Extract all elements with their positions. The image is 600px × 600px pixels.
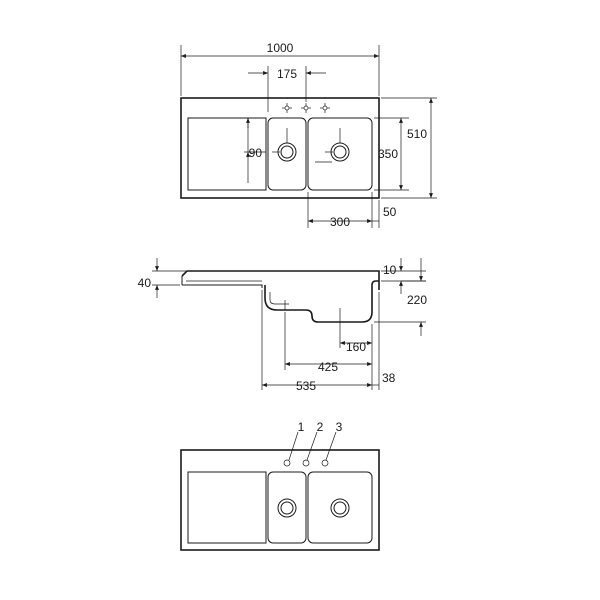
dim-label-535: 535 <box>296 379 316 393</box>
tap-label-1: 1 <box>298 420 305 434</box>
dim-label-90: 90 <box>249 146 263 160</box>
tap-position-leaders <box>288 431 337 461</box>
dim-label-300: 300 <box>330 215 350 229</box>
dim-tap-spacing: 175 <box>248 66 326 112</box>
dim-label-38: 38 <box>382 371 396 385</box>
dim-lip-height: 10 <box>381 258 426 294</box>
tap-hole-circles <box>283 459 329 467</box>
tap-label-2: 2 <box>317 420 324 434</box>
drain-centerlines <box>272 128 341 163</box>
large-bowl-drain-icon <box>330 142 350 162</box>
dim-width-overall: 1000 <box>180 41 380 96</box>
small-bowl-drain-bottom-icon <box>277 498 297 518</box>
tap-hole-markers <box>282 103 330 113</box>
dim-rim-offset: 50 <box>372 200 397 228</box>
dim-drain-offset-section: 160 <box>339 308 373 354</box>
top-view: 1000 175 510 350 <box>180 41 437 229</box>
dim-label-175: 175 <box>277 67 297 81</box>
dim-large-bowl-span: 535 <box>261 290 373 393</box>
section-profile <box>181 270 380 290</box>
sink-outline <box>180 97 380 199</box>
small-bowl-bottom <box>267 471 307 544</box>
dim-drain-offset: 90 <box>244 117 266 183</box>
large-bowl-bottom <box>307 471 373 544</box>
dim-label-425: 425 <box>318 360 338 374</box>
dim-label-10: 10 <box>383 263 397 277</box>
dim-label-510: 510 <box>407 127 427 141</box>
small-bowl <box>267 117 307 191</box>
dim-small-bowl-span: 425 <box>284 312 372 374</box>
tap-label-3: 3 <box>336 420 343 434</box>
drainer-board <box>187 117 267 191</box>
sink-outline-bottom <box>180 449 380 551</box>
drainer-board-bottom <box>187 471 267 544</box>
dim-label-50: 50 <box>383 205 397 219</box>
large-bowl <box>307 117 373 191</box>
dim-bowl-depth: 350 <box>374 117 409 191</box>
large-bowl-drain-bottom-icon <box>330 498 350 518</box>
section-view: 40 10 220 160 425 <box>138 258 427 393</box>
tap-position-view: 1 2 3 <box>180 420 380 551</box>
small-bowl-drain-icon <box>277 142 297 162</box>
dim-bowl-width: 300 <box>307 192 373 229</box>
dim-rim-thickness: 40 <box>138 258 186 298</box>
dim-label-220: 220 <box>407 293 427 307</box>
dim-label-350: 350 <box>378 147 398 161</box>
dim-depth-overall: 510 <box>381 97 437 199</box>
dim-label-160: 160 <box>346 340 366 354</box>
dim-label-40: 40 <box>138 276 152 290</box>
dim-label-1000: 1000 <box>267 41 294 55</box>
dim-bowl-depth-section: 220 <box>374 258 427 336</box>
dim-edge-offset: 38 <box>372 292 396 390</box>
